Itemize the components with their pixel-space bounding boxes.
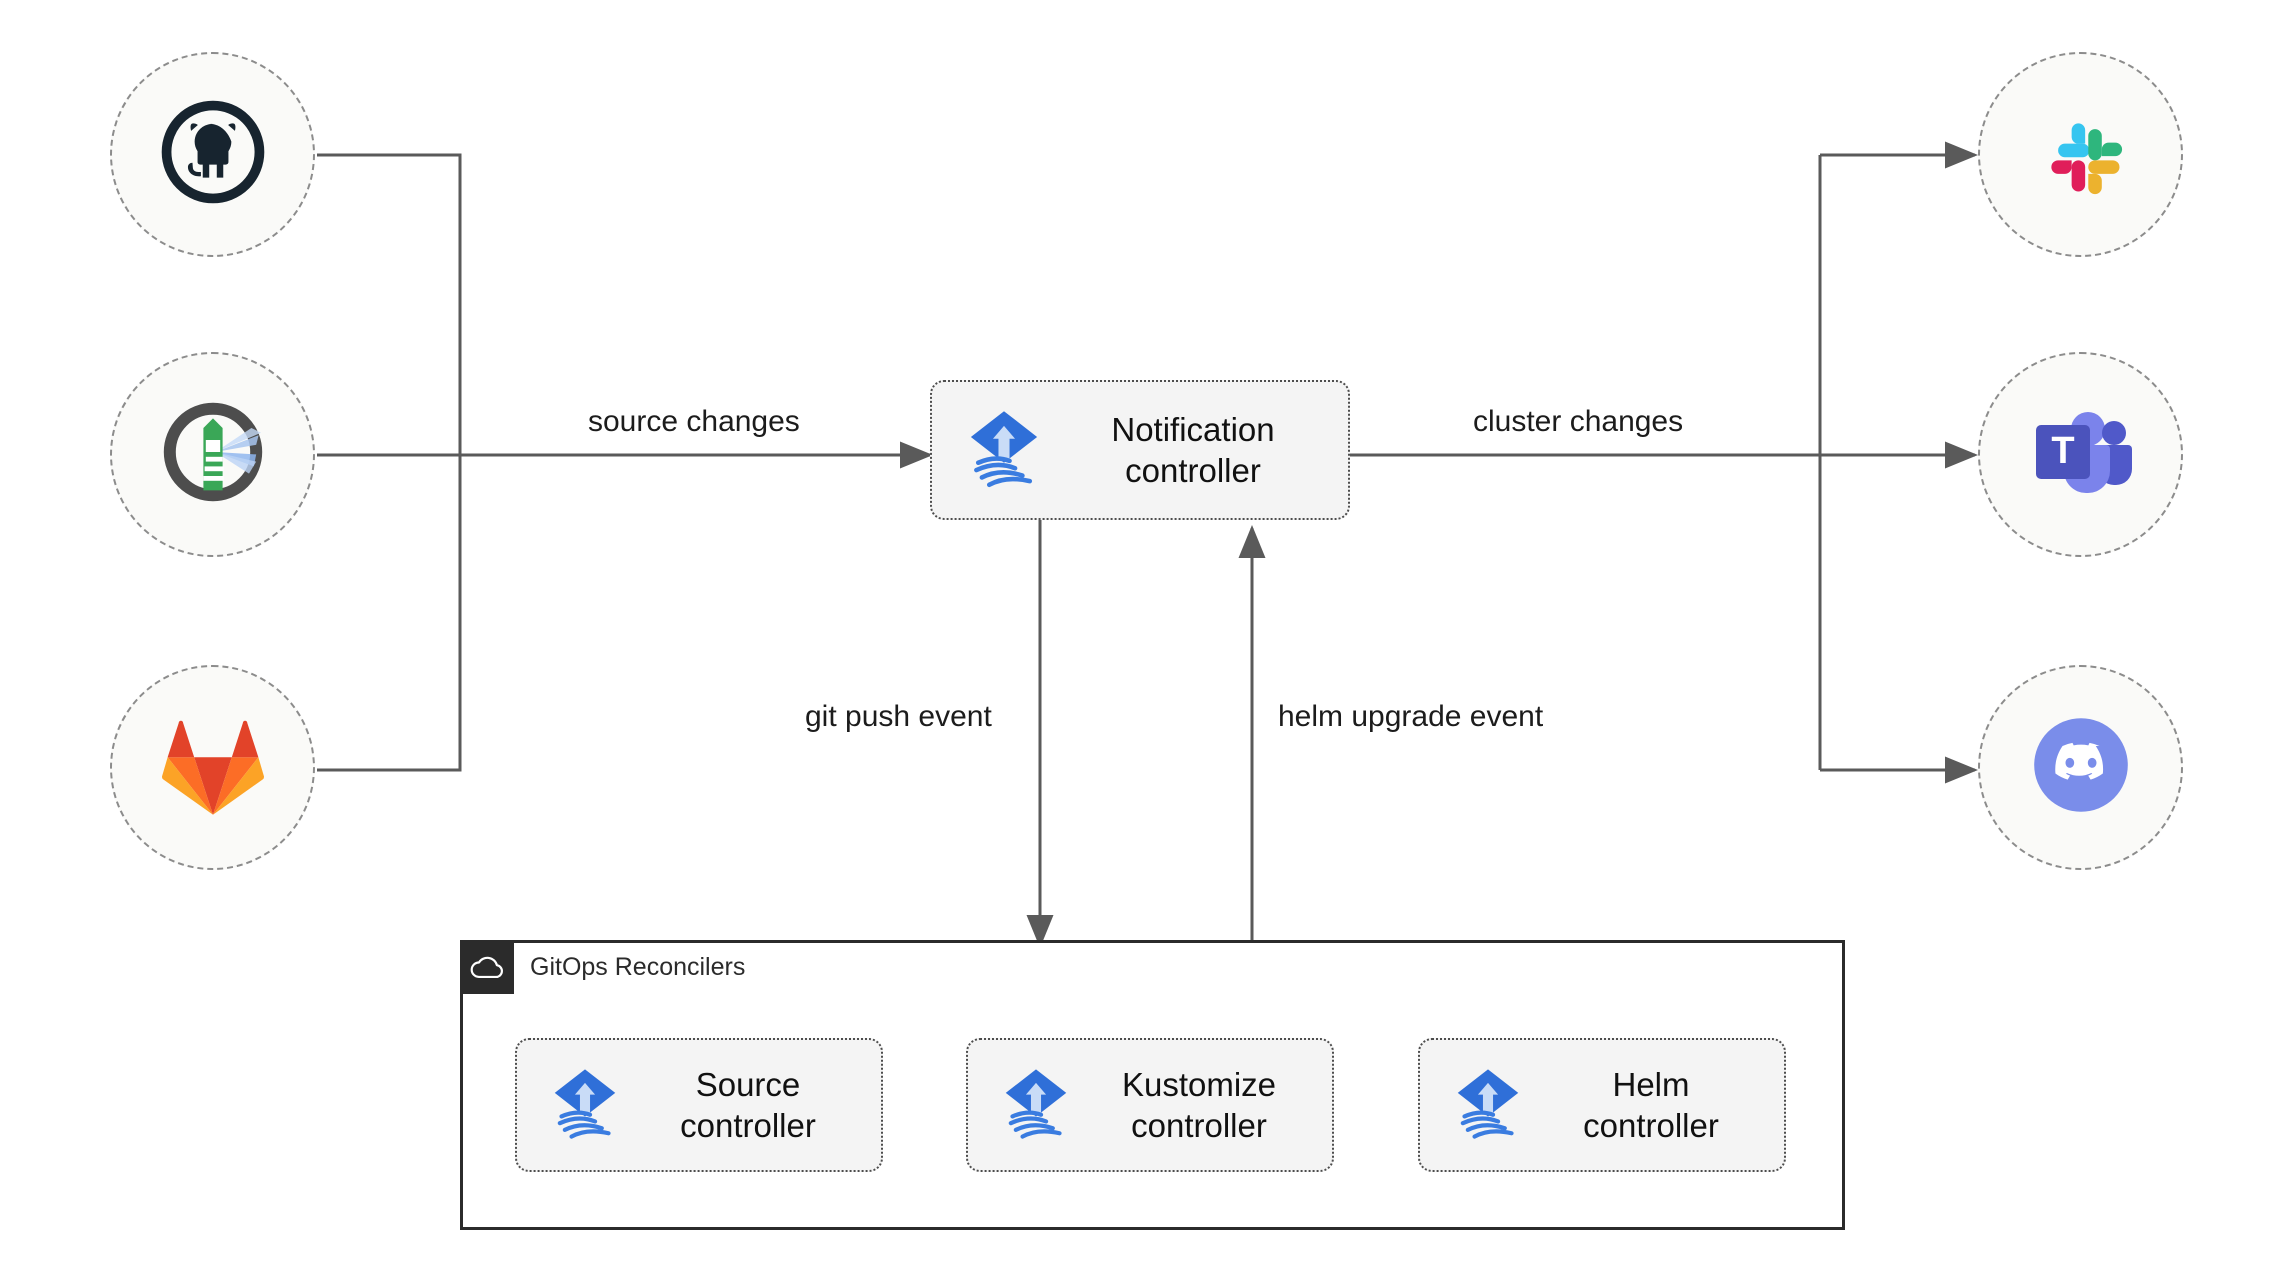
notification-controller-node[interactable]: Notification controller	[930, 380, 1350, 520]
edge-label-source-changes: source changes	[578, 405, 810, 439]
flux-controller-icon	[958, 402, 1050, 499]
helm-controller-node[interactable]: Helm controller	[1418, 1038, 1786, 1172]
helm-controller-label: Helm controller	[1583, 1066, 1719, 1144]
wire-sources-trunk	[317, 153, 462, 772]
destination-node-teams[interactable]: T	[1978, 352, 2183, 557]
kustomize-controller-node[interactable]: Kustomize controller	[966, 1038, 1334, 1172]
cloud-icon	[460, 940, 514, 994]
microsoft-teams-icon: T	[2026, 403, 2136, 506]
destination-node-slack[interactable]	[1978, 52, 2183, 257]
svg-text:T: T	[2051, 430, 2074, 472]
source-node-gitlab[interactable]	[110, 665, 315, 870]
source-node-flux[interactable]	[110, 352, 315, 557]
notification-controller-label: Notification controller	[1111, 411, 1275, 489]
flux-controller-icon	[1446, 1061, 1530, 1150]
gitlab-icon	[157, 713, 269, 822]
source-controller-node[interactable]: Source controller	[515, 1038, 883, 1172]
slack-icon	[2029, 100, 2133, 209]
gitops-reconcilers-title: GitOps Reconcilers	[530, 952, 746, 981]
flux-lighthouse-icon	[153, 392, 273, 517]
destination-node-discord[interactable]	[1978, 665, 2183, 870]
edge-label-helm-upgrade-event: helm upgrade event	[1268, 700, 1554, 734]
kustomize-controller-label: Kustomize controller	[1121, 1066, 1277, 1144]
github-icon	[159, 98, 267, 211]
gitops-reconcilers-header: GitOps Reconcilers	[460, 940, 745, 994]
edge-label-git-push-event: git push event	[795, 700, 1002, 734]
flux-controller-icon	[543, 1061, 627, 1150]
discord-icon	[2021, 705, 2141, 830]
flux-controller-icon	[994, 1061, 1078, 1150]
edge-label-cluster-changes: cluster changes	[1463, 405, 1694, 439]
source-controller-label: Source controller	[680, 1066, 816, 1144]
source-node-github[interactable]	[110, 52, 315, 257]
